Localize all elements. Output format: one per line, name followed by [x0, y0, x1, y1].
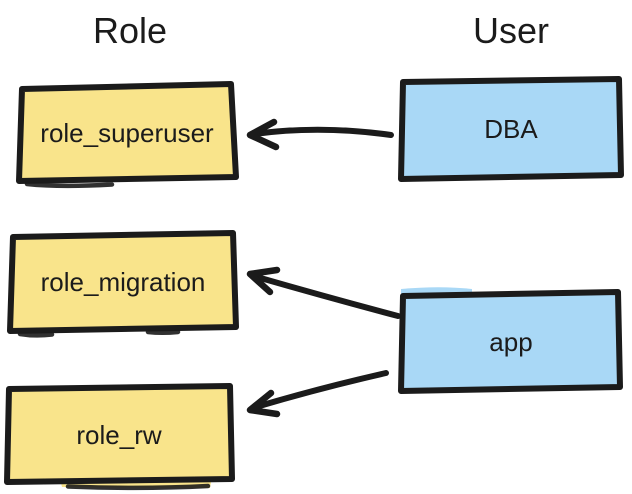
edge-app-to-role-rw: [246, 370, 389, 418]
app-label: app: [489, 327, 532, 357]
app-box: [398, 289, 623, 394]
node-role-migration: role_migration: [7, 230, 239, 338]
role-migration-box: [7, 230, 239, 334]
role-migration-label: role_migration: [41, 267, 206, 297]
role-migration-understroke: [17, 329, 181, 338]
role-rw-box: [4, 383, 235, 485]
dba-label: DBA: [484, 114, 538, 144]
role-rw-understroke: [65, 483, 211, 491]
edge-dba-superuser-shaft: [251, 126, 394, 138]
node-role-superuser: role_superuser: [16, 81, 239, 189]
node-role-rw: role_rw: [4, 383, 235, 491]
edge-app-rw-shaft: [253, 370, 389, 410]
column-title-user: User: [473, 10, 549, 51]
role-superuser-box: [16, 81, 239, 184]
node-app: app: [398, 289, 623, 394]
edge-app-to-role-migration: [246, 266, 401, 319]
column-title-role: Role: [93, 10, 167, 51]
edge-app-migration-shaft: [254, 274, 401, 319]
role-superuser-understroke: [24, 181, 115, 189]
edge-dba-to-role-superuser: [246, 118, 394, 151]
edge-dba-superuser-arrowhead-icon: [246, 118, 280, 151]
role-superuser-label: role_superuser: [40, 118, 214, 148]
dba-box: [398, 76, 624, 182]
role-rw-label: role_rw: [76, 420, 161, 450]
edge-app-migration-arrowhead-icon: [246, 266, 281, 296]
edge-app-rw-arrowhead-icon: [246, 389, 281, 418]
node-dba: DBA: [398, 76, 624, 182]
